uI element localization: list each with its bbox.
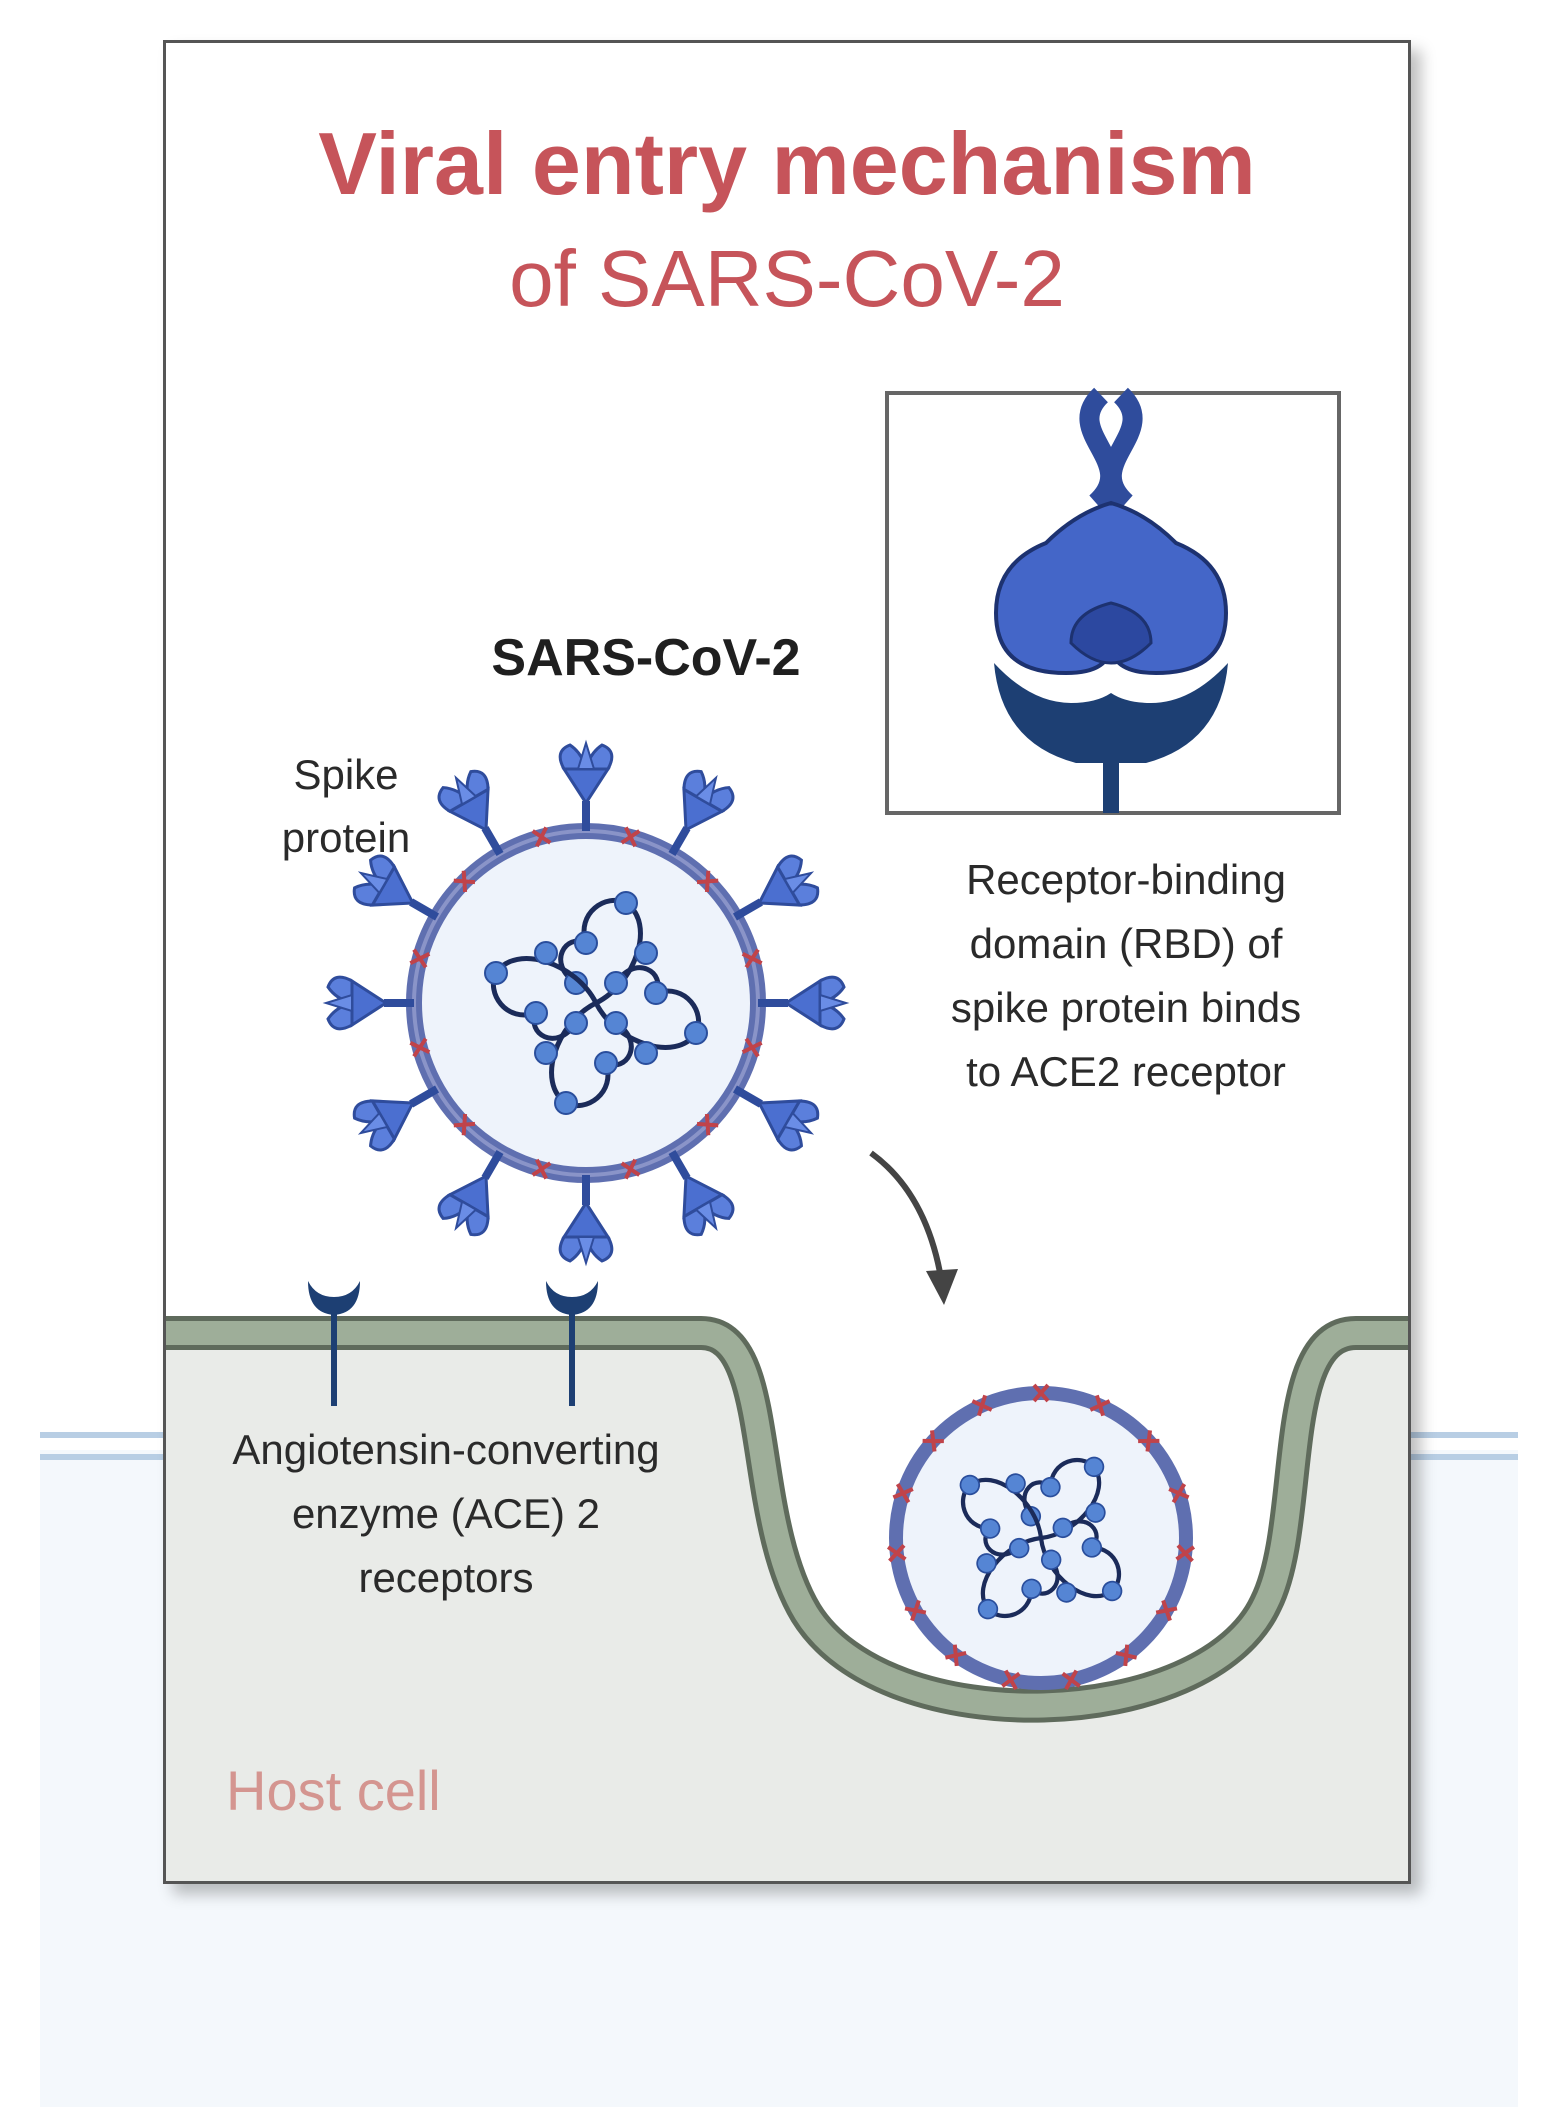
ace2-label-line-1: Angiotensin-converting	[232, 1426, 660, 1473]
rbd-caption: Receptor-binding domain (RBD) of spike p…	[876, 848, 1376, 1104]
spike-label-line-1: Spike	[293, 751, 399, 798]
spike-label-line-2: protein	[281, 814, 411, 861]
spike-protein-label: Spike protein	[186, 743, 506, 869]
rbd-caption-line-3: spike protein binds	[950, 984, 1302, 1031]
rbd-inset	[885, 387, 1341, 815]
endocytosed-virus	[886, 1383, 1196, 1692]
diagram-art	[166, 387, 1408, 1881]
figure-title: Viral entry mechanism	[318, 114, 1256, 213]
ace2-label-line-2: enzyme (ACE) 2	[291, 1490, 601, 1537]
rbd-caption-line-2: domain (RBD) of	[969, 920, 1283, 967]
rbd-caption-line-1: Receptor-binding	[966, 856, 1286, 903]
ace2-receptor-label: Angiotensin-converting enzyme (ACE) 2 re…	[186, 1418, 706, 1610]
host-cell-label: Host cell	[226, 1759, 441, 1822]
virus-label: SARS-CoV-2	[491, 629, 801, 687]
figure-subtitle: of SARS-CoV-2	[509, 234, 1065, 323]
rbd-caption-line-4: to ACE2 receptor	[966, 1048, 1286, 1095]
figure-card: Viral entry mechanism of SARS-CoV-2 SARS…	[163, 40, 1411, 1884]
entry-arrow	[869, 1150, 944, 1279]
virus-particle	[324, 741, 848, 1265]
ace2-label-line-3: receptors	[358, 1554, 534, 1601]
